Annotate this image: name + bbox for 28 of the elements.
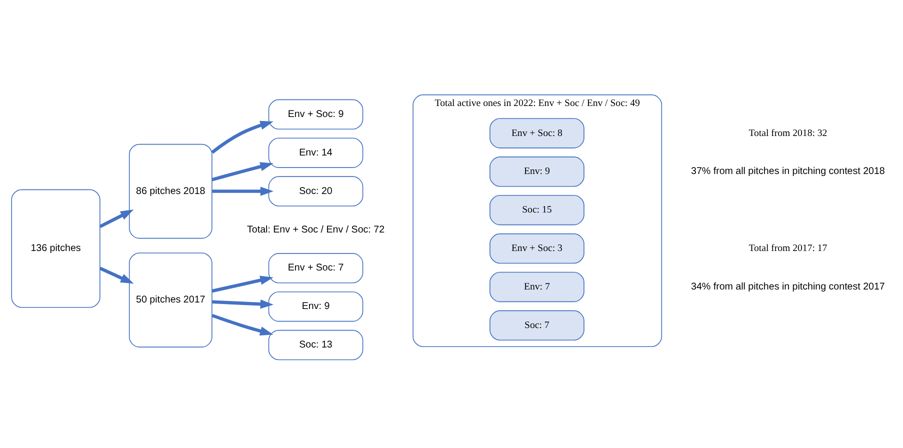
arrow [212,300,274,309]
arrow [212,314,274,336]
node-box: Soc: 7 [490,310,584,341]
label: Total from 2018: 32 [748,128,828,139]
node-box: Soc: 20 [268,176,364,206]
node-box: Env + Soc: 8 [490,118,584,148]
node-box: Env: 9 [268,291,364,322]
node-box: Env + Soc: 7 [268,253,364,284]
node-box: Env: 14 [268,138,364,168]
label: Total from 2017: 17 [748,243,828,254]
node-box: 136 pitches [11,189,100,308]
arrow [212,186,274,196]
node-box: 50 pitches 2017 [128,252,212,348]
node-box: 86 pitches 2018 [128,144,212,239]
arrow [99,210,134,228]
node-box: Env: 9 [490,156,584,187]
label: 34% from all pitches in pitching contest 2017 [691,281,885,292]
label: Total: Env + Soc / Env / Soc: 72 [247,224,385,236]
node-box: Soc: 13 [268,330,364,360]
label: 37% from all pitches in pitching contest 2018 [691,166,885,178]
node-box: Env + Soc: 9 [268,99,364,130]
arrow [99,266,134,284]
node-box: Soc: 15 [490,194,584,226]
arrow [212,276,274,293]
node-box: Env + Soc: 3 [490,233,584,264]
node-box: Env: 7 [490,272,584,302]
arrow [212,162,274,182]
arrow [211,120,274,154]
